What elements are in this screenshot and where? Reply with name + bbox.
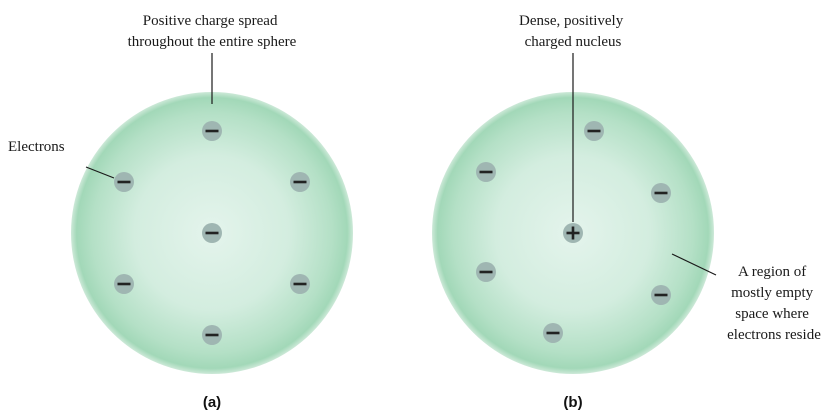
electron <box>584 121 604 141</box>
positive-charge-line-1: Positive charge spread <box>143 13 278 29</box>
electron <box>202 223 222 243</box>
electron <box>476 262 496 282</box>
nucleus-line-1: Dense, positively <box>519 13 624 29</box>
empty-space-annotation: A region of mostly empty space where ele… <box>727 264 821 343</box>
empty-space-line-2: mostly empty <box>731 285 814 301</box>
electron <box>290 274 310 294</box>
empty-space-leader <box>671 253 717 276</box>
electron <box>543 323 563 343</box>
electron <box>202 325 222 345</box>
electron <box>476 162 496 182</box>
empty-space-line-1: A region of <box>738 264 806 280</box>
electrons-leader <box>85 166 115 179</box>
empty-space-line-4: electrons reside <box>727 327 821 343</box>
electrons-b <box>476 121 671 343</box>
electron <box>114 274 134 294</box>
electrons-label: Electrons <box>8 139 65 155</box>
electron <box>114 172 134 192</box>
positive-charge-annotation: Positive charge spread throughout the en… <box>128 13 297 50</box>
electrons-a <box>114 121 310 345</box>
nucleus <box>563 223 583 243</box>
empty-space-line-3: space where <box>735 306 809 322</box>
electron <box>290 172 310 192</box>
nucleus-annotation: Dense, positively charged nucleus <box>519 13 627 50</box>
nucleus-line-2: charged nucleus <box>525 34 622 50</box>
panel-a: Positive charge spread throughout the en… <box>8 13 353 411</box>
electron <box>651 285 671 305</box>
panel-a-caption: (a) <box>203 394 221 411</box>
panel-b-caption: (b) <box>563 394 582 411</box>
panel-b: Dense, positively charged nucleus A regi… <box>432 13 821 411</box>
electron <box>651 183 671 203</box>
electron <box>202 121 222 141</box>
positive-charge-line-2: throughout the entire sphere <box>128 34 297 50</box>
